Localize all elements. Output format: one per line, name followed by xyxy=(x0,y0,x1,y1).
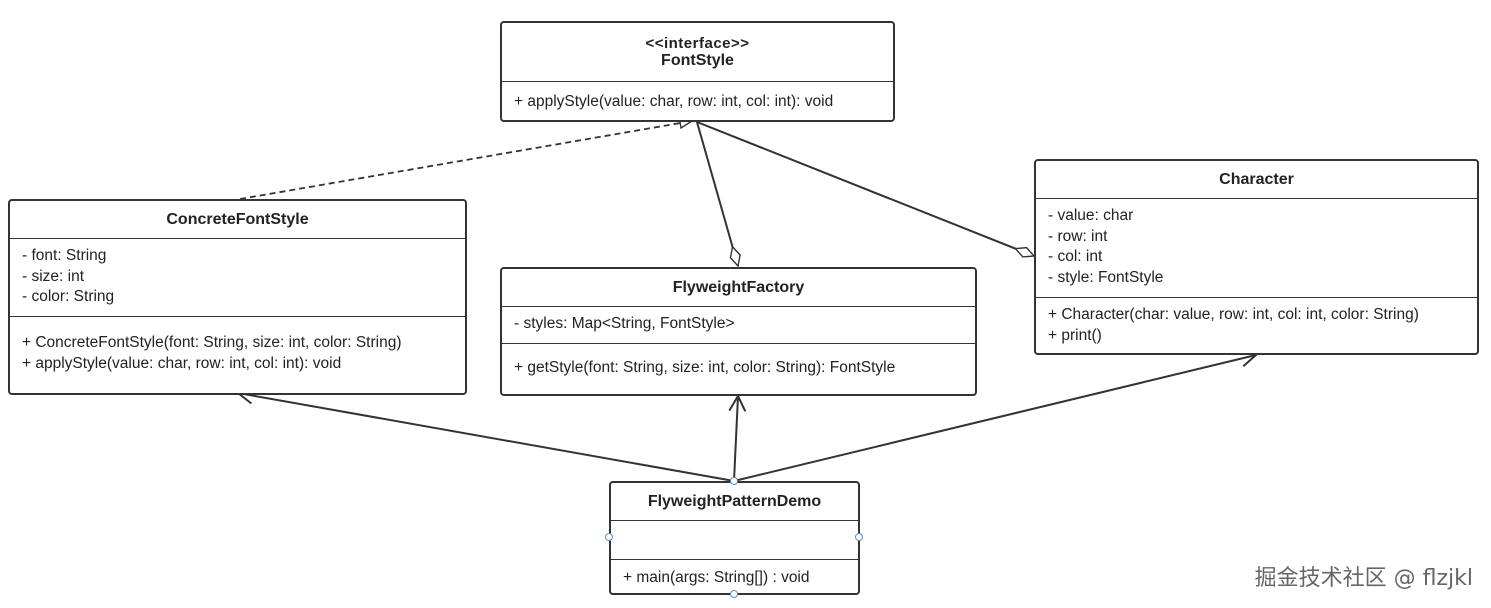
class-flyweightfactory-methods: + getStyle(font: String, size: int, colo… xyxy=(502,343,975,379)
dependency-demo-to-concrete[interactable] xyxy=(235,386,735,482)
class-fontstyle-stereotype: <<interface>> xyxy=(645,34,750,52)
method: + main(args: String[]) : void xyxy=(623,569,810,586)
aggregation-character-to-fontstyle[interactable] xyxy=(696,121,1034,256)
class-concretefontstyle[interactable]: ConcreteFontStyle - font: String - size:… xyxy=(8,199,467,395)
class-concretefontstyle-header: ConcreteFontStyle xyxy=(10,201,465,239)
class-character-methods: + Character(char: value, row: int, col: … xyxy=(1036,297,1477,346)
class-fontstyle-name: FontStyle xyxy=(661,51,734,69)
selection-handle-bottom[interactable] xyxy=(730,590,738,598)
class-fontstyle[interactable]: <<interface>> FontStyle + applyStyle(val… xyxy=(500,21,895,122)
class-flyweightfactory-name: FlyweightFactory xyxy=(672,278,805,296)
class-concretefontstyle-methods: + ConcreteFontStyle(font: String, size: … xyxy=(10,316,465,374)
selection-handle-right[interactable] xyxy=(855,533,863,541)
class-flyweightpatterndemo[interactable]: FlyweightPatternDemo + main(args: String… xyxy=(609,481,860,595)
class-character-name: Character xyxy=(1219,170,1294,188)
class-flyweightpatterndemo-attributes xyxy=(611,521,858,559)
class-character-attributes: - value: char - row: int - col: int - st… xyxy=(1036,199,1477,297)
realization-concrete-to-fontstyle[interactable] xyxy=(239,121,692,200)
selection-handle-left[interactable] xyxy=(605,533,613,541)
dependency-demo-to-character[interactable] xyxy=(733,349,1259,482)
class-concretefontstyle-attributes: - font: String - size: int - color: Stri… xyxy=(10,239,465,316)
method: + applyStyle(value: char, row: int, col:… xyxy=(22,354,342,372)
attribute: - row: int xyxy=(1048,227,1108,245)
attribute: - size: int xyxy=(22,267,85,285)
method: + applyStyle(value: char, row: int, col:… xyxy=(514,93,834,110)
class-flyweightfactory-attributes: - styles: Map<String, FontStyle> xyxy=(502,307,975,343)
class-flyweightpatterndemo-name: FlyweightPatternDemo xyxy=(647,492,822,510)
class-character[interactable]: Character - value: char - row: int - col… xyxy=(1034,159,1479,355)
method: + Character(char: value, row: int, col: … xyxy=(1048,306,1419,323)
class-fontstyle-header: <<interface>> FontStyle xyxy=(502,23,893,82)
class-flyweightfactory-header: FlyweightFactory xyxy=(502,269,975,307)
method: + ConcreteFontStyle(font: String, size: … xyxy=(22,334,402,351)
attribute: - style: FontStyle xyxy=(1048,268,1164,286)
class-flyweightpatterndemo-methods: + main(args: String[]) : void xyxy=(611,559,858,589)
class-fontstyle-methods: + applyStyle(value: char, row: int, col:… xyxy=(502,82,893,113)
class-concretefontstyle-name: ConcreteFontStyle xyxy=(166,210,309,228)
selection-handle-top[interactable] xyxy=(730,477,738,485)
attribute: - col: int xyxy=(1048,248,1103,265)
attribute: - styles: Map<String, FontStyle> xyxy=(514,315,735,332)
method: + print() xyxy=(1048,326,1102,344)
class-flyweightpatterndemo-header: FlyweightPatternDemo xyxy=(611,483,858,521)
aggregation-factory-to-fontstyle[interactable] xyxy=(696,121,738,266)
dependency-demo-to-factory[interactable] xyxy=(728,393,747,482)
attribute: - value: char xyxy=(1048,207,1134,224)
watermark: 掘金技术社区 @ flzjkl xyxy=(1254,566,1473,591)
class-character-header: Character xyxy=(1036,161,1477,199)
class-flyweightfactory[interactable]: FlyweightFactory - styles: Map<String, F… xyxy=(500,267,977,396)
method: + getStyle(font: String, size: int, colo… xyxy=(514,359,896,376)
attribute: - color: String xyxy=(22,288,115,305)
attribute: - font: String xyxy=(22,247,107,264)
